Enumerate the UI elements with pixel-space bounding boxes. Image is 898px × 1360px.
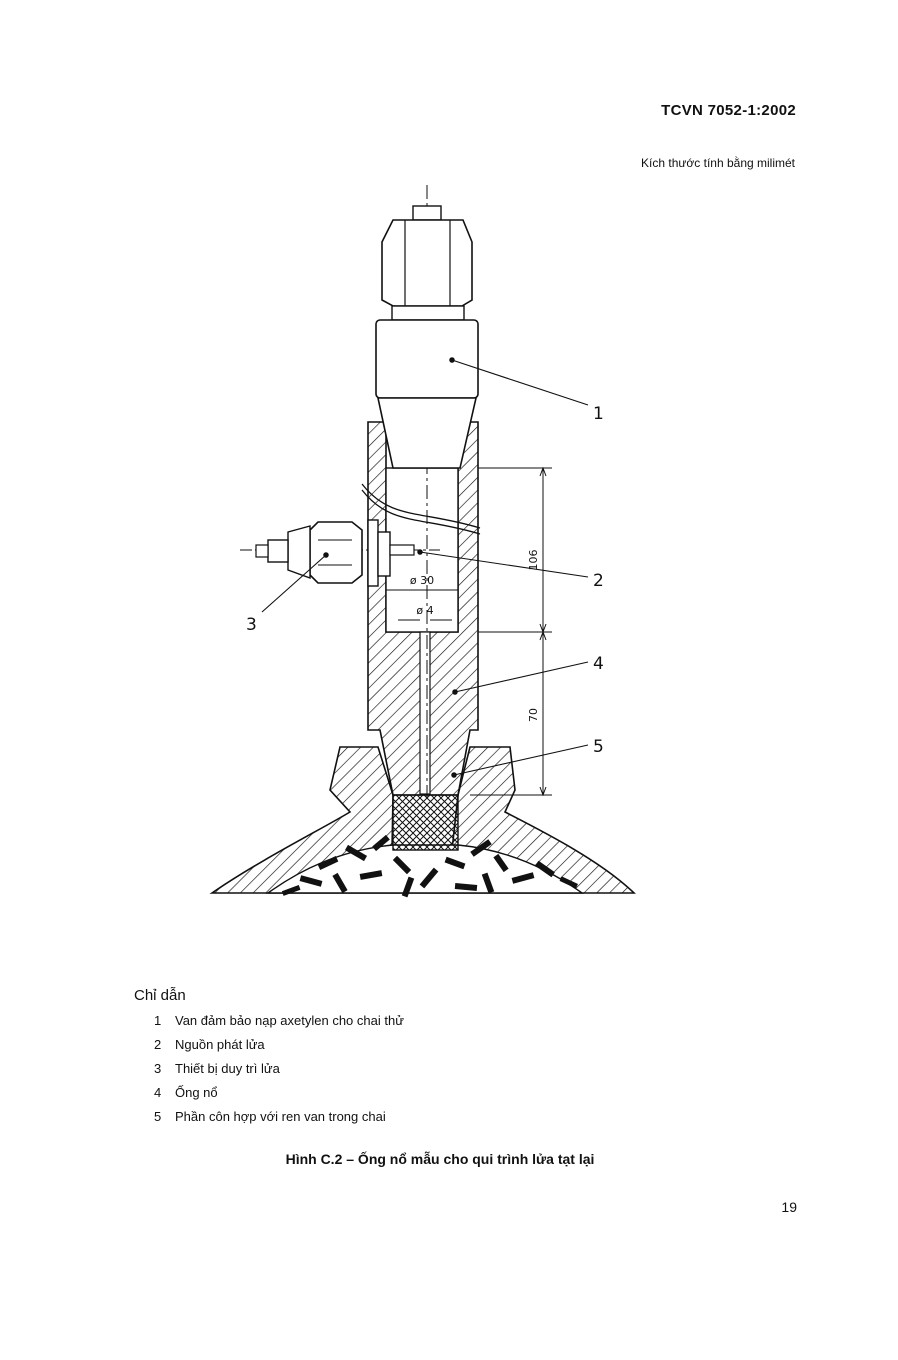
callout-numbers: 1 2 3 4 5 bbox=[246, 404, 604, 757]
legend-item: 5 Phần côn hợp với ren van trong chai bbox=[154, 1109, 404, 1133]
legend-item-text: Ống nổ bbox=[175, 1085, 218, 1100]
base-mound bbox=[209, 746, 636, 898]
legend-item-number: 3 bbox=[154, 1061, 162, 1076]
legend-item-text: Nguồn phát lửa bbox=[175, 1037, 265, 1052]
page-number: 19 bbox=[781, 1199, 797, 1215]
units-note: Kích thước tính bằng milimét bbox=[641, 156, 795, 170]
leader-lines bbox=[261, 357, 589, 778]
dimension-70: 70 bbox=[527, 708, 540, 722]
callout-5: 5 bbox=[593, 737, 604, 757]
legend-item-number: 2 bbox=[154, 1037, 162, 1052]
legend-item-number: 4 bbox=[154, 1085, 162, 1100]
legend-item-text: Thiết bị duy trì lửa bbox=[175, 1061, 280, 1076]
figure-caption: Hình C.2 – Ống nổ mẫu cho qui trình lửa … bbox=[285, 1151, 595, 1167]
legend-item: 4 Ống nổ bbox=[154, 1085, 404, 1109]
callout-4: 4 bbox=[593, 654, 604, 674]
legend-item-text: Phần côn hợp với ren van trong chai bbox=[175, 1109, 386, 1124]
explosion-tube bbox=[361, 421, 481, 851]
callout-3: 3 bbox=[246, 615, 257, 635]
legend-item: 3 Thiết bị duy trì lửa bbox=[154, 1061, 404, 1085]
legend-item-number: 5 bbox=[154, 1109, 162, 1124]
diameter-4: ø 4 bbox=[416, 604, 433, 617]
dimension-labels: 106 70 ø 30 ø 4 bbox=[410, 550, 540, 723]
dimension-lines bbox=[386, 466, 552, 797]
legend-item: 2 Nguồn phát lửa bbox=[154, 1037, 404, 1061]
callout-1: 1 bbox=[593, 404, 604, 424]
standard-code: TCVN 7052-1:2002 bbox=[661, 102, 796, 119]
technical-drawing: 106 70 ø 30 ø 4 1 2 3 4 5 bbox=[209, 185, 636, 898]
legend-title: Chỉ dẫn bbox=[134, 987, 186, 1004]
legend-item-text: Van đảm bảo nạp axetylen cho chai thử bbox=[175, 1013, 404, 1028]
legend-list: 1 Van đảm bảo nạp axetylen cho chai thử 2… bbox=[154, 1013, 404, 1133]
diameter-30: ø 30 bbox=[410, 574, 434, 587]
valve-assembly bbox=[375, 185, 479, 800]
flame-maintainer-device bbox=[240, 519, 440, 587]
callout-2: 2 bbox=[593, 571, 604, 591]
legend-item: 1 Van đảm bảo nạp axetylen cho chai thử bbox=[154, 1013, 404, 1037]
legend-item-number: 1 bbox=[154, 1013, 162, 1028]
dimension-106: 106 bbox=[527, 550, 540, 571]
